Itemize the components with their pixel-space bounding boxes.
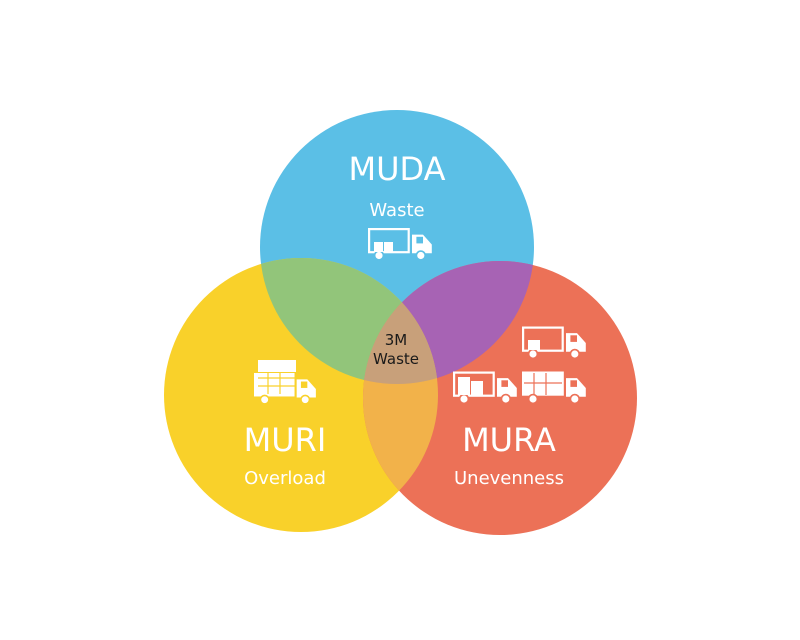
center-label-line2: Waste (373, 350, 419, 368)
truck-full-load-icon (522, 371, 587, 405)
center-label-line1: 3M (385, 331, 408, 349)
truck-light-load-icon (522, 326, 587, 360)
muda-subtitle: Waste (369, 200, 424, 221)
muda-muri-overlap (260, 258, 438, 384)
muda-mura-overlap (363, 261, 534, 384)
truck-overloaded-icon (254, 360, 317, 405)
muri-title: MURI (244, 421, 327, 459)
muri-subtitle: Overload (244, 468, 326, 489)
uneven-trucks-icon (453, 326, 587, 405)
mura-title: MURA (462, 421, 556, 459)
muda-title: MUDA (349, 150, 446, 188)
mura-subtitle: Unevenness (454, 468, 564, 489)
truck-partial-load-icon (368, 228, 433, 261)
truck-medium-load-icon (453, 371, 518, 405)
